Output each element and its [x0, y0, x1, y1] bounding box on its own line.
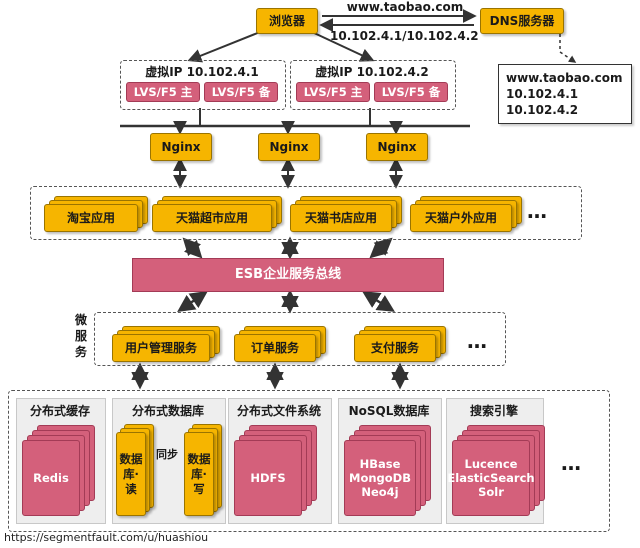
vip-group-2: [290, 60, 456, 110]
esb-to-micro-arrow-3: [362, 291, 395, 312]
vip-title: 虚拟IP 10.102.4.1: [145, 65, 259, 79]
storage-title: NoSQL数据库: [348, 404, 430, 418]
app-box: 天猫户外应用: [410, 204, 512, 232]
browser-to-vip1-arrow: [187, 31, 261, 63]
storage-more-ellipsis: …: [561, 451, 581, 475]
dns-result-line: 10.102.4.2: [506, 103, 579, 117]
micro-services-label: 微服务: [74, 313, 87, 359]
storage-title: 分布式文件系统: [236, 404, 321, 418]
browser-box: 浏览器: [256, 8, 318, 34]
vip-group-1: [120, 60, 286, 110]
nosql-stack: HBase MongoDB Neo4j: [344, 440, 416, 516]
micro-services-group: [94, 312, 506, 366]
vip-title: 虚拟IP 10.102.4.2: [315, 65, 429, 79]
app-box: 天猫书店应用: [290, 204, 392, 232]
lvs-backup-box: LVS/F5 备: [374, 82, 448, 102]
db-write-box: 数据库·写: [184, 432, 214, 516]
app-box: 天猫超市应用: [152, 204, 272, 232]
apps-to-esb-arrow-3: [369, 237, 393, 259]
dns-result-line: www.taobao.com: [506, 71, 623, 85]
app-box: 淘宝应用: [44, 204, 138, 232]
storage-title: 搜索引擎: [469, 404, 518, 418]
watermark: https://segmentfault.com/u/huashiou: [4, 531, 209, 544]
browser-to-vip2-arrow: [311, 31, 375, 62]
esb-to-micro-arrow-1: [177, 291, 208, 312]
storage-title: 分布式数据库: [131, 404, 204, 418]
micro-more-ellipsis: …: [467, 329, 487, 353]
dns-ip-label: 10.102.4.1/10.102.4.2: [330, 29, 479, 43]
dns-result-line: 10.102.4.1: [506, 87, 579, 101]
storage-group: [8, 390, 610, 532]
dns-server-box: DNS服务器: [480, 8, 564, 34]
esb-bus: ESB企业服务总线: [132, 258, 444, 292]
db-read-box: 数据库·读: [116, 432, 146, 516]
dns-domain-label: www.taobao.com: [346, 0, 464, 14]
apps-group: [30, 186, 582, 240]
storage-title: 分布式缓存: [29, 404, 90, 418]
db-sync-label: 同步: [156, 448, 178, 461]
nginx-box: Nginx: [258, 133, 320, 161]
nginx-box: Nginx: [150, 133, 212, 161]
micro-service-box: 支付服务: [354, 334, 436, 362]
micro-service-box: 用户管理服务: [112, 334, 210, 362]
micro-service-box: 订单服务: [234, 334, 316, 362]
dns-to-result-dashed-arrow: [559, 51, 577, 63]
dns-result-box: [498, 64, 632, 124]
apps-more-ellipsis: …: [527, 199, 547, 223]
search-stack: Lucence ElasticSearch Solr: [447, 440, 535, 516]
lvs-master-box: LVS/F5 主: [296, 82, 370, 102]
redis-stack: Redis: [22, 440, 80, 516]
lvs-master-box: LVS/F5 主: [126, 82, 200, 102]
lvs-backup-box: LVS/F5 备: [204, 82, 278, 102]
nginx-box: Nginx: [366, 133, 428, 161]
apps-to-esb-arrow-1: [182, 237, 203, 259]
hdfs-stack: HDFS: [234, 440, 302, 516]
